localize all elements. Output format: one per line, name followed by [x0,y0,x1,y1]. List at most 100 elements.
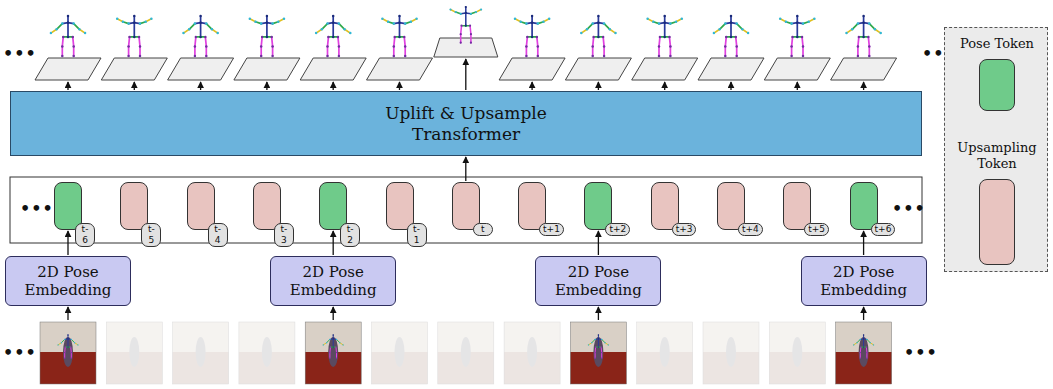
bone [863,23,865,37]
time-index-label: t-4 [208,223,228,247]
dancer-silhouette [461,337,471,367]
joint [475,11,477,13]
joint [133,21,135,23]
upsampling-token: t-1 [386,182,414,230]
bone [867,339,870,342]
joint [730,36,732,38]
bone [592,339,595,342]
joint [537,22,539,24]
joint [591,55,593,57]
ground-plane [168,58,234,80]
bone [724,37,727,47]
joint [398,21,400,23]
joint [144,20,146,22]
upsampling-token: t-4 [187,182,215,230]
joint [465,6,467,8]
legend-swatch [979,179,1015,265]
frame-border [836,322,892,384]
joint [652,20,654,22]
joint [790,22,792,24]
bone [332,23,334,37]
bone [75,343,78,345]
box-label: 2D Pose Embedding [16,263,120,299]
joint [604,342,605,343]
bone [393,46,395,56]
upsampling-token: t [452,182,480,230]
joint [336,357,337,358]
bone [61,37,64,47]
joint [55,28,57,30]
joint [57,344,58,345]
joint [525,22,527,24]
bone [336,353,337,359]
joint [857,22,859,24]
input-arrow [333,307,334,320]
bone [139,46,141,56]
joint [122,20,124,22]
bone [796,23,798,37]
pose-figure [35,15,101,80]
joint [61,22,63,24]
joint [867,36,869,38]
joint [330,346,331,347]
joint [211,28,213,30]
joint [465,25,467,27]
bone [658,37,661,47]
bone [605,343,608,345]
joint [323,344,324,345]
bone [65,347,68,348]
time-index-label: t+6 [871,223,896,236]
bone [736,46,738,56]
joint [603,45,605,47]
joint [254,20,256,22]
joint [724,45,726,47]
bone [194,46,196,56]
joint [61,55,63,57]
joint [283,18,285,20]
legend-text: Upsampling Token [949,140,1045,172]
joint [531,15,533,17]
joint [741,28,743,30]
joint [381,18,383,20]
legend-swatch [979,59,1015,111]
dancer-silhouette [593,337,603,367]
bone [67,23,69,37]
joint [338,22,340,24]
joint [537,55,539,57]
bone [205,46,207,56]
joint [862,15,864,17]
bone [327,46,329,56]
dancer-silhouette [660,337,670,367]
bone [64,347,66,353]
frame-background [703,322,759,384]
bone [128,46,130,56]
dancer-silhouette [129,337,139,367]
transformer-box: Uplift & Upsample Transformer [10,91,922,156]
time-index-label: t+4 [738,223,763,236]
joint [868,55,870,57]
joint [64,357,65,358]
joint [791,36,793,38]
time-index-label: t+1 [539,223,564,236]
bone [537,46,539,56]
bone [857,46,859,56]
video-frame [372,322,428,384]
bone [460,26,462,35]
joint [580,32,582,34]
pose-figure [168,15,234,80]
frame-background [173,322,229,384]
bone [592,46,594,56]
joint [343,28,345,30]
bone [204,37,207,47]
video-frame [703,322,759,384]
pose-token: t+6 [850,182,878,230]
connector-arrow [598,231,599,255]
joint [460,25,462,27]
connector-arrow [333,231,334,255]
time-index-label: t-3 [274,223,294,247]
video-frame [504,322,560,384]
joint [336,339,337,340]
embedding-box: 2D Pose Embedding [5,256,131,306]
frame-border [173,322,229,384]
joint [78,28,80,30]
